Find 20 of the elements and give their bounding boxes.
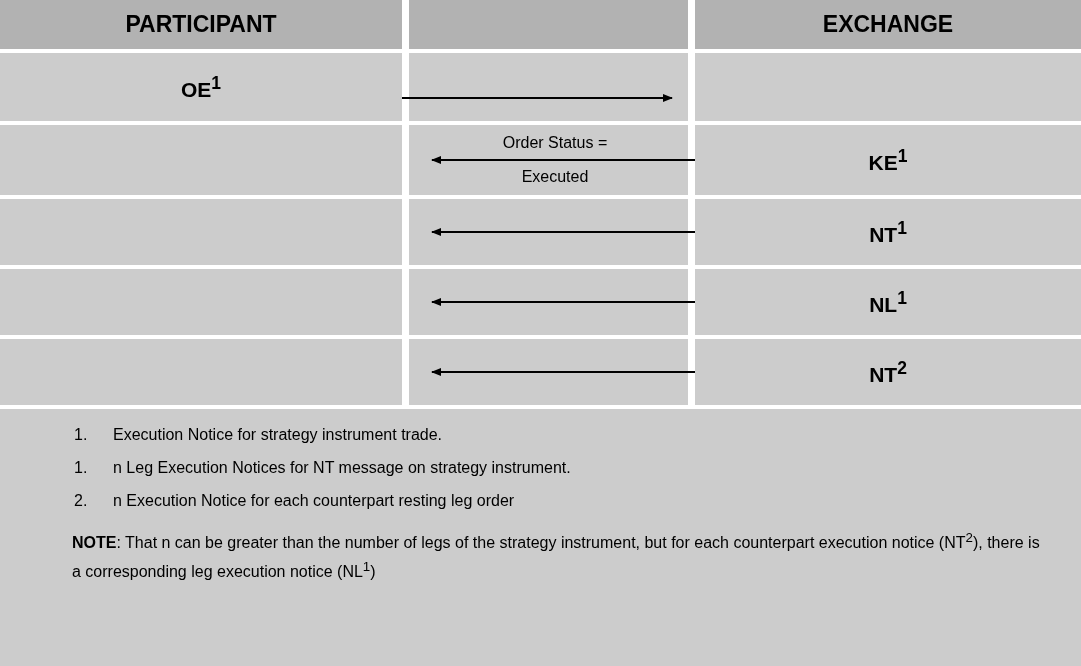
header-cell: EXCHANGE [695,0,1081,49]
message-cell: NL$^{1}$ [695,269,1081,335]
header-cell: PARTICIPANT [0,0,402,49]
footnote-number: 2. [74,492,88,510]
message-cell: NT$^{2}$ [695,339,1081,405]
footnote-text: Execution Notice for strategy instrument trade. [113,426,443,444]
footnote-text: n Execution Notice for each counterpart resting leg order [113,492,515,510]
footnote-number: 1. [74,459,88,477]
edge-label: Order Status = Executed [501,133,609,187]
arrow [431,228,696,236]
footnote-number: 1. [74,426,88,444]
message-cell: OE$^{1}$ [0,53,402,121]
arrow [431,156,696,164]
message-cell: KE$^{1}$ [695,125,1081,195]
message-cell: NT$^{1}$ [695,199,1081,265]
arrow [401,94,673,102]
footnote-text: n Leg Execution Notices for NT message on strategy instrument. [113,459,571,477]
arrow [431,298,696,306]
note-text: NOTE: That n can be greater than the number of legs of the strategy instrument, but for each counterpart execution notice (NT$^{2}$), there is a corresponding leg execution notice (NL$^{1}$) [72,529,1041,583]
arrow [431,368,696,376]
